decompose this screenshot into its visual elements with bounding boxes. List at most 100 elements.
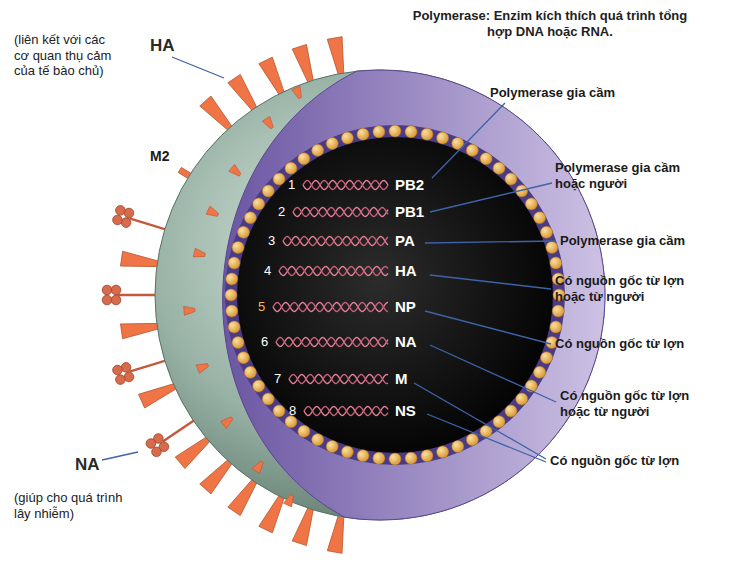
matrix-bead (421, 128, 433, 140)
gene-label: PB2 (395, 176, 424, 194)
na-head (113, 365, 123, 375)
segment-number: 2 (278, 204, 285, 220)
na-head (146, 439, 156, 449)
surface-spike (221, 417, 233, 429)
na-head (111, 295, 121, 305)
na-head (121, 218, 131, 228)
matrix-bead (326, 441, 338, 453)
segment-number: 4 (264, 263, 271, 279)
matrix-bead (405, 126, 417, 138)
matrix-bead (244, 366, 256, 378)
matrix-bead (237, 226, 249, 238)
leader-line (425, 241, 556, 243)
matrix-bead (341, 132, 353, 144)
protein-label: M2 (150, 148, 169, 165)
matrix-bead (525, 198, 537, 210)
rna-strand (279, 267, 388, 276)
matrix-bead (285, 162, 297, 174)
matrix-bead (298, 153, 310, 165)
gene-label: PB1 (395, 203, 424, 221)
virus-envelope (155, 70, 605, 520)
segment-number: 3 (268, 233, 275, 249)
origin-label: Có nguồn gốc từ lợn hoặc từ người (560, 388, 710, 419)
origin-label: Có nguồn gốc từ lợn hoặc từ người (555, 273, 705, 304)
leader-line (425, 311, 551, 344)
matrix-bead (273, 173, 285, 185)
matrix-bead (452, 441, 464, 453)
matrix-bead (253, 380, 265, 392)
rna-strand (289, 375, 388, 384)
leader-line (172, 57, 224, 78)
note-text: Polymerase: Enzim kích thích quá trình t… (405, 8, 695, 39)
segment-number: 6 (261, 334, 268, 350)
matrix-bead (405, 452, 417, 464)
segment-number: 1 (288, 177, 295, 193)
matrix-bead (228, 321, 240, 333)
matrix-bead (312, 144, 324, 156)
surface-spike (292, 86, 302, 98)
origin-label: Có nguồn gốc từ lợn (555, 336, 684, 352)
cutaway-face (223, 70, 605, 520)
matrix-bead (466, 144, 478, 156)
segment-number: 7 (274, 371, 281, 387)
matrix-bead (437, 446, 449, 458)
matrix-bead (516, 393, 528, 405)
rna-strand (276, 338, 388, 347)
gene-label: NS (395, 402, 416, 420)
leader-line (414, 383, 546, 459)
origin-label: Polymerase gia cầm hoặc người (555, 160, 705, 191)
virus-core (237, 137, 553, 453)
matrix-bead (373, 126, 385, 138)
matrix-bead (505, 405, 517, 417)
segment-number: 5 (258, 299, 265, 315)
protein-label: HA (150, 36, 175, 56)
matrix-beads (225, 125, 565, 465)
surface-spike (283, 494, 293, 506)
matrix-bead (273, 405, 285, 417)
rna-strand (276, 338, 388, 347)
matrix-bead (373, 452, 385, 464)
rna-strand (283, 237, 388, 246)
matrix-bead (357, 128, 369, 140)
rna-strand (273, 303, 388, 312)
matrix-bead (421, 450, 433, 462)
surface-spike (229, 164, 241, 176)
inner-membrane (225, 125, 565, 465)
surface-spike (262, 116, 273, 128)
origin-label: Polymerase gia cầm (560, 233, 685, 249)
rna-strand (279, 267, 388, 276)
matrix-bead (226, 273, 238, 285)
origin-label: Polymerase gia cầm (490, 85, 615, 101)
surface-spike (184, 306, 195, 315)
surface-spike (193, 248, 205, 257)
matrix-bead (244, 212, 256, 224)
rna-strand (293, 208, 388, 217)
matrix-bead (552, 305, 564, 317)
matrix-bead (480, 153, 492, 165)
na-head (102, 285, 112, 295)
gene-label: NP (395, 298, 416, 316)
leader-line (430, 183, 552, 212)
matrix-bead (357, 450, 369, 462)
na-stalk (118, 294, 160, 297)
matrix-bead (550, 257, 562, 269)
na-stalk (163, 418, 198, 441)
matrix-bead (493, 162, 505, 174)
na-head (152, 447, 162, 457)
matrix-bead (437, 132, 449, 144)
na-stalk (129, 218, 169, 230)
rna-strand (289, 375, 388, 384)
matrix-bead (232, 337, 244, 349)
matrix-bead (534, 366, 546, 378)
rna-strand (273, 303, 388, 312)
matrix-bead (466, 434, 478, 446)
na-head (116, 375, 126, 385)
leader-line (427, 414, 546, 462)
leader-lines (102, 57, 556, 462)
matrix-bead (298, 425, 310, 437)
leader-line (432, 103, 505, 178)
annotation: (liên kết với các cơ quan thụ cảm của tế… (14, 32, 118, 79)
na-head (111, 285, 121, 295)
protein-label: NA (75, 455, 100, 475)
